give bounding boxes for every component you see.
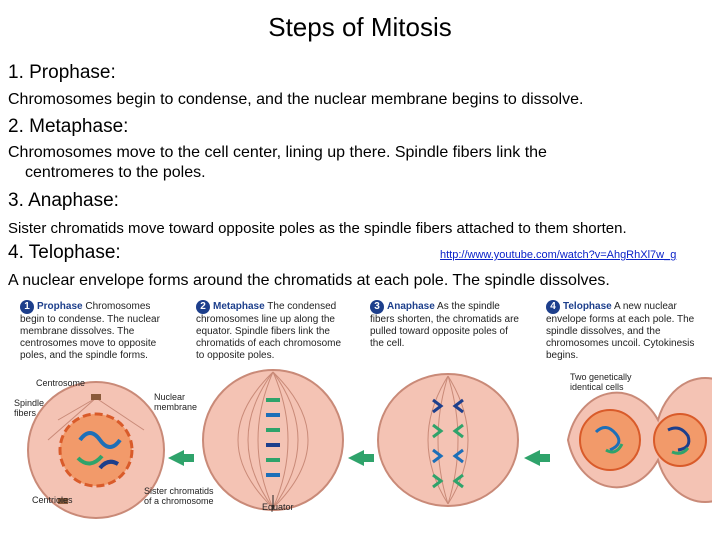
mitosis-illustration [27, 369, 712, 519]
arrow-icon [168, 450, 194, 466]
arrow-icon [524, 450, 550, 466]
step-4-description: A nuclear envelope forms around the chro… [8, 272, 610, 289]
step-3-description: Sister chromatids move toward opposite p… [8, 220, 627, 237]
step-number-badge: 3 [370, 300, 384, 314]
phase-name: Prophase [37, 301, 83, 312]
page-title: Steps of Mitosis [268, 12, 452, 42]
step-3-heading: 3. Anaphase: [8, 190, 119, 211]
sister-chromatids-label-line-2: of a chromosome [144, 496, 214, 506]
phase-name: Anaphase [387, 301, 435, 312]
centrosome-label: Centrosome [36, 378, 86, 388]
two-cells-label-line-1: Two genetically [570, 372, 632, 382]
arrow-icon [348, 450, 374, 466]
step-2-desc-line-1: Chromosomes move to the cell center, lin… [8, 144, 547, 161]
anaphase-cell [377, 373, 519, 507]
two-cells-label-line-2: identical cells [570, 382, 624, 392]
centrioles-label: Centrioles [32, 495, 73, 505]
telophase-cell [566, 377, 712, 503]
spindle-fibers-label-line-1: Spindle [14, 398, 45, 408]
phase-name: Metaphase [213, 301, 265, 312]
phase-text: Chromosomes begin to condense. The nucle… [20, 301, 160, 361]
step-2-description: Chromosomes move to the cell center, lin… [8, 143, 547, 183]
prophase-cell [27, 381, 165, 519]
youtube-link[interactable]: http://www.youtube.com/watch?v=AhgRhXl7w… [440, 249, 677, 261]
step-2-desc-line-2: centromeres to the poles. [25, 164, 206, 181]
step-number-badge: 1 [20, 300, 34, 314]
phase-text: As the spindle fibers shorten, the chrom… [370, 301, 519, 349]
step-number-badge: 2 [196, 300, 210, 314]
phase-text: A new nuclear envelope forms at each pol… [546, 301, 695, 361]
nuclear-membrane-label-line-1: Nuclear [154, 392, 186, 402]
equator-label: Equator [262, 502, 294, 512]
nuclear-membrane-label-line-2: membrane [154, 402, 198, 412]
step-2-heading: 2. Metaphase: [8, 116, 129, 137]
phase-name: Telophase [563, 301, 612, 312]
step-1-heading: 1. Prophase: [8, 62, 116, 83]
step-number-badge: 4 [546, 300, 560, 314]
metaphase-cell [202, 369, 344, 511]
phase-text: The condensed chromosomes line up along … [196, 301, 342, 361]
spindle-fibers-label-line-2: fibers [14, 408, 37, 418]
step-1-description: Chromosomes begin to condense, and the n… [8, 91, 584, 108]
step-4-heading: 4. Telophase: [8, 242, 121, 263]
sister-chromatids-label-line-1: Sister chromatids [144, 486, 214, 496]
